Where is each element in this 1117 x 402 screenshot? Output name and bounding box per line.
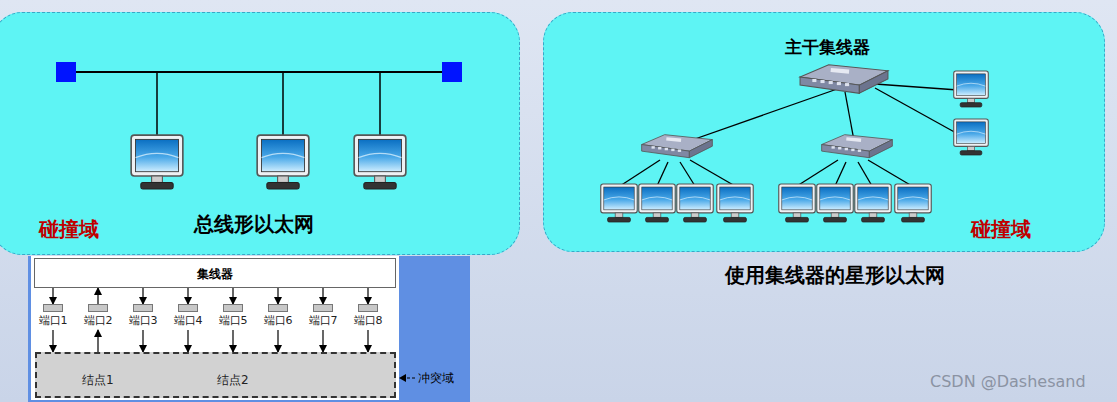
signal-arrow [277,330,278,352]
hub-port: 端口8 [346,304,390,330]
collision-domain-panel: 碰撞域 总线形以太网 [0,12,520,255]
signal-arrow [97,330,98,352]
signal-arrow [142,330,143,352]
hub-port: 端口6 [256,304,300,330]
domain-label: 碰撞域 [971,216,1031,243]
signal-arrow [232,330,233,352]
domain-callout: 冲突域 [418,370,454,387]
hub-port: 端口3 [121,304,165,330]
signal-arrow [277,288,278,304]
port-label: 端口7 [309,314,338,327]
port-label: 端口4 [174,314,203,327]
port-label: 端口3 [129,314,158,327]
hub-box: 集线器 [34,258,396,288]
signal-arrow [187,330,188,352]
port-symbol [268,304,288,312]
port-symbol [178,304,198,312]
signal-arrow [142,288,143,304]
hub-port: 端口2 [76,304,120,330]
signal-arrow [367,288,368,304]
port-label: 端口8 [354,314,383,327]
signal-arrow [52,330,53,352]
port-symbol [88,304,108,312]
signal-arrow [187,288,188,304]
port-symbol [223,304,243,312]
port-symbol [43,304,63,312]
signal-arrow [367,330,368,352]
port-label: 端口2 [84,314,113,327]
caption-label: 使用集线器的星形以太网 [725,262,945,289]
signal-arrow [322,288,323,304]
port-symbol [358,304,378,312]
signal-arrow [322,330,323,352]
port-symbol [313,304,333,312]
node-label: 结点1 [82,372,114,389]
signal-arrow [52,288,53,304]
signal-arrow [232,288,233,304]
hub-title: 主干集线器 [785,36,870,59]
port-symbol [133,304,153,312]
hub-port: 端口4 [166,304,210,330]
hub-port: 端口7 [301,304,345,330]
hub-port: 端口5 [211,304,255,330]
collision-domain-box: 结点1 结点2 [35,352,396,398]
port-label: 端口1 [39,314,68,327]
hub-port: 端口1 [31,304,75,330]
node-label: 结点2 [217,372,249,389]
domain-label: 碰撞域 [39,216,99,243]
port-label: 端口6 [264,314,293,327]
watermark: CSDN @Dashesand [930,372,1086,391]
signal-arrow [97,288,98,304]
port-label: 端口5 [219,314,248,327]
hub-label: 集线器 [197,267,233,281]
network-title: 总线形以太网 [194,211,314,238]
